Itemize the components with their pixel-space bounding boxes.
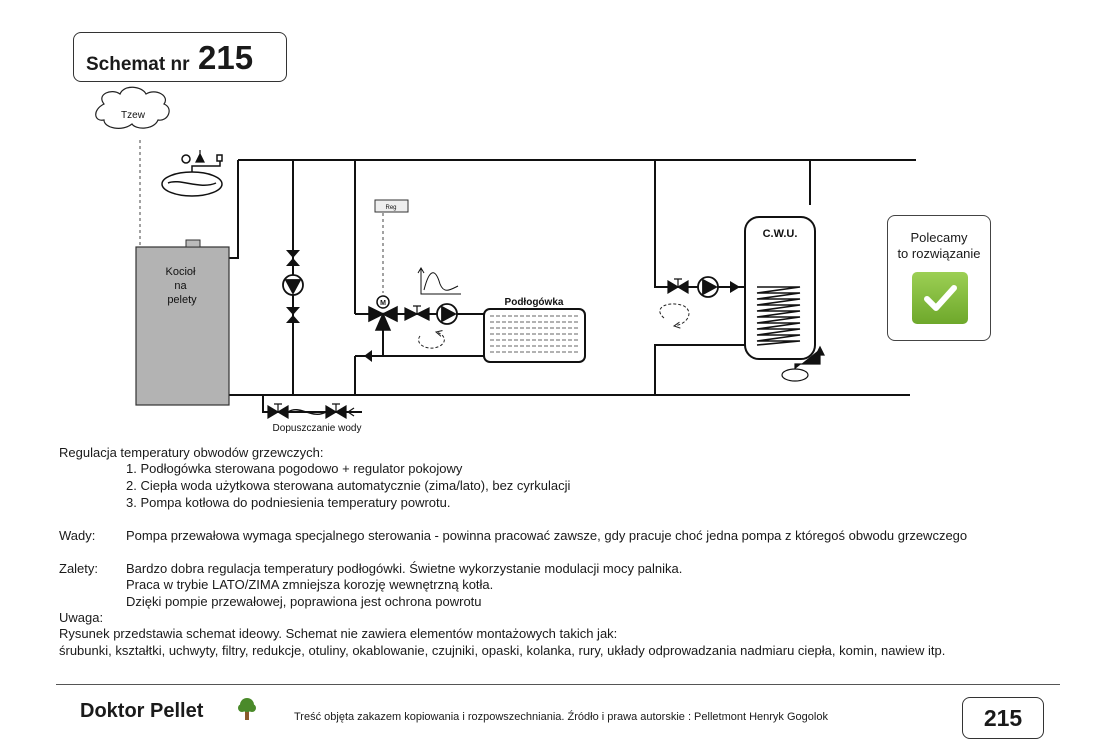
zalety-line-2: Praca w trybie LATO/ZIMA zmniejsza koroz… <box>126 577 494 592</box>
dhw-circulation-arrow <box>659 303 690 326</box>
boiler-body <box>135 246 230 406</box>
dhw-tank-label: C.W.U. <box>763 228 798 240</box>
boiler-label: Kocioł na pelety <box>165 266 198 306</box>
floor-heating-coil <box>483 308 586 363</box>
dhw-safety-valve <box>794 345 825 369</box>
zalety-label: Zalety: <box>59 561 99 576</box>
regulation-item-3: 3. Pompa kotłowa do podniesienia tempera… <box>126 495 451 510</box>
floor-pump-icon <box>436 303 458 325</box>
dhw-pump-icon <box>697 276 719 298</box>
fill-inlet-arrow <box>346 407 362 417</box>
room-controller <box>374 199 409 213</box>
uwaga-line-1: Rysunek przedstawia schemat ideowy. Sche… <box>59 626 618 641</box>
boiler-label-line1: Kocioł <box>165 266 196 278</box>
heating-curve-icon <box>417 267 461 295</box>
bypass-valve-top <box>286 250 300 266</box>
outside-temp-label: Tzew <box>121 110 146 121</box>
safety-valve-icon <box>195 150 205 163</box>
dhw-check-valve <box>730 281 740 293</box>
mixing-valve-icon: M <box>368 295 398 331</box>
dhw-valve-icon <box>667 278 689 295</box>
floor-return-check-valve <box>364 350 372 362</box>
hydraulic-diagram: Tzew Kocioł na pelety Reg M <box>95 86 916 434</box>
water-fill-label: Dopuszczanie wody <box>273 423 362 434</box>
checkmark-icon <box>912 272 968 324</box>
dhw-expansion-tank <box>781 368 809 382</box>
floor-heating-label: Podłogówka <box>505 297 564 308</box>
schema-title-box: Schemat nr 215 <box>73 32 287 82</box>
fill-hose <box>287 409 327 415</box>
page-number-box: 215 <box>962 697 1044 739</box>
svg-text:M: M <box>380 300 386 307</box>
bypass-valve-bottom <box>286 307 300 323</box>
regulation-item-1: 1. Podłogówka sterowana pogodowo + regul… <box>126 461 463 476</box>
recommendation-box: Polecamy to rozwiązanie <box>887 215 991 341</box>
footer-divider <box>56 684 1060 685</box>
boiler-label-line3: pelety <box>167 294 197 306</box>
regulation-item-2: 2. Ciepła woda użytkowa sterowana automa… <box>126 478 571 493</box>
dhw-supply-drop <box>654 160 757 288</box>
schema-title-number: 215 <box>198 39 254 76</box>
recommendation-text: Polecamy to rozwiązanie <box>897 230 981 261</box>
zalety-line-1: Bardzo dobra regulacja temperatury podło… <box>126 561 683 576</box>
wady-label: Wady: <box>59 528 96 543</box>
floor-heating-pattern <box>490 315 580 353</box>
regulation-heading: Regulacja temperatury obwodów grzewczych… <box>59 445 324 460</box>
uwaga-label: Uwaga: <box>59 610 104 625</box>
boiler-flue <box>185 239 201 248</box>
dhw-return-pipe <box>654 344 757 395</box>
dhw-coil <box>756 286 801 346</box>
copyright-notice: Treść objęta zakazem kopiowania i rozpow… <box>294 711 828 723</box>
brand-logo-text: Doktor Pellet <box>80 700 204 722</box>
room-controller-label: Reg <box>385 205 396 211</box>
zalety-line-3: Dzięki pompie przewałowej, poprawiona je… <box>126 594 482 609</box>
fill-valve-2 <box>325 403 347 420</box>
boiler-label-line2: na <box>174 280 187 292</box>
wady-text: Pompa przewałowa wymaga specjalnego ster… <box>126 528 968 543</box>
floor-circulation-arrow <box>418 332 445 349</box>
bypass-pump-icon <box>282 274 304 296</box>
outside-temp-cloud <box>95 86 170 129</box>
page-number: 215 <box>983 705 1023 731</box>
uwaga-line-2: śrubunki, kształtki, uchwyty, filtry, re… <box>59 643 946 658</box>
expansion-tank <box>161 154 223 197</box>
floor-valve-icon <box>404 305 430 321</box>
schema-title-label: Schemat nr <box>86 54 190 75</box>
boiler-supply-pipe <box>229 160 239 259</box>
fill-valve-1 <box>267 403 289 420</box>
tree-icon <box>238 698 256 720</box>
